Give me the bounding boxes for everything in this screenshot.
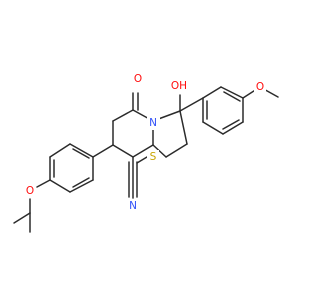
bond — [222, 121, 244, 135]
bond — [220, 86, 244, 99]
bond — [69, 179, 94, 193]
atom-label-layer: O OH N O S O N — [24, 72, 266, 213]
bond — [179, 110, 188, 145]
bond — [165, 143, 188, 158]
methoxy-oxygen-label: O — [256, 81, 264, 93]
bond — [92, 144, 114, 158]
carbonyl-oxygen-label: O — [134, 73, 142, 85]
bond — [13, 212, 31, 224]
bond — [69, 143, 94, 158]
structure-svg: O OH N O S O N — [13, 72, 279, 233]
bond — [49, 179, 71, 193]
bond — [152, 144, 167, 158]
molecule-diagram: O OH N O S O N — [13, 72, 279, 233]
bond — [112, 109, 134, 122]
ring-nitrogen-label: N — [149, 117, 157, 129]
bond — [36, 179, 51, 188]
hydroxyl-label: OH — [171, 80, 187, 92]
nitrile-nitrogen-label: N — [129, 200, 137, 212]
bond-layer — [13, 86, 279, 233]
bond — [72, 177, 90, 188]
bond — [179, 97, 204, 112]
bond — [202, 86, 222, 99]
ether-oxygen-label: O — [26, 185, 34, 197]
bond — [202, 121, 224, 135]
bond — [223, 91, 241, 102]
bond — [132, 144, 154, 158]
bond — [112, 144, 134, 158]
sulfur-label: S — [150, 151, 157, 163]
bond — [49, 143, 71, 158]
bond — [222, 119, 240, 130]
bond — [72, 148, 90, 159]
